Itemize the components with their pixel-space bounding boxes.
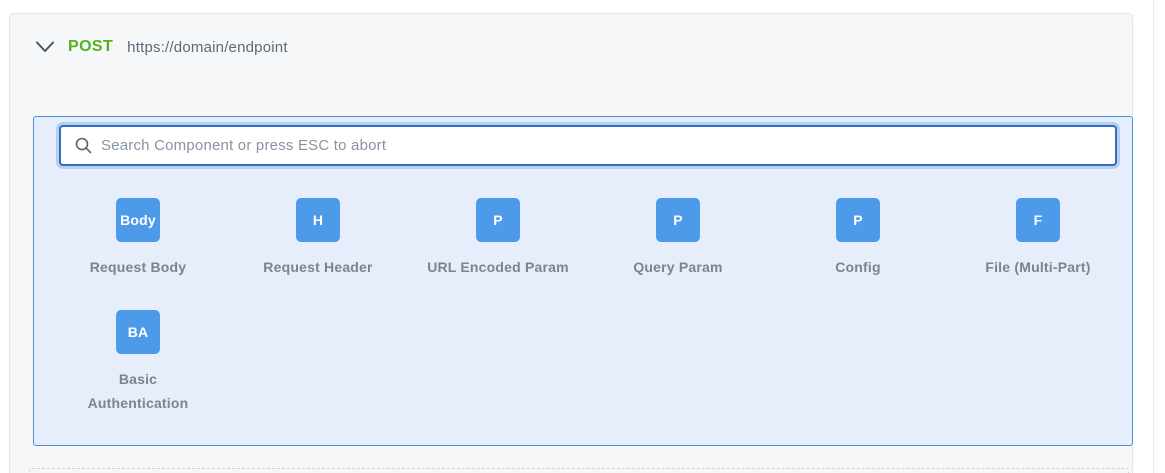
next-step-dropzone [29,468,1129,473]
component-item-basic-authentication[interactable]: BA Basic Authentication [48,310,228,415]
request-header-icon: H [296,198,340,242]
basic-authentication-icon: BA [116,310,160,354]
query-param-icon: P [656,198,700,242]
component-item-url-encoded-param[interactable]: P URL Encoded Param [408,198,588,279]
request-card: POST https://domain/endpoint Body Reques… [9,13,1133,473]
endpoint-url: https://domain/endpoint [127,38,288,56]
component-label: Request Body [89,259,187,275]
component-search-input[interactable] [101,137,1103,154]
component-item-request-body[interactable]: Body Request Body [48,198,228,279]
component-label: URL Encoded Param [427,259,569,275]
component-item-request-header[interactable]: H Request Header [228,198,408,279]
config-icon: P [836,198,880,242]
search-icon [75,137,92,154]
component-label: File (Multi-Part) [985,259,1091,275]
component-picker-panel: Body Request Body H Request Header P URL… [33,116,1133,446]
right-panel-divider [1153,0,1154,473]
component-label: Config [835,259,881,275]
collapse-toggle[interactable] [36,41,54,53]
component-grid: Body Request Body H Request Header P URL… [48,198,1128,415]
request-body-icon: Body [116,198,160,242]
component-label: Request Header [263,259,373,275]
file-multipart-icon: F [1016,198,1060,242]
component-label: Basic Authentication [87,371,189,411]
http-method-badge: POST [68,38,114,55]
component-item-query-param[interactable]: P Query Param [588,198,768,279]
url-encoded-param-icon: P [476,198,520,242]
component-item-file-multipart[interactable]: F File (Multi-Part) [948,198,1128,279]
component-item-config[interactable]: P Config [768,198,948,279]
chevron-down-icon [36,41,54,53]
request-header-row: POST https://domain/endpoint [10,14,1132,56]
component-label: Query Param [633,259,723,275]
component-search-box[interactable] [59,125,1117,166]
